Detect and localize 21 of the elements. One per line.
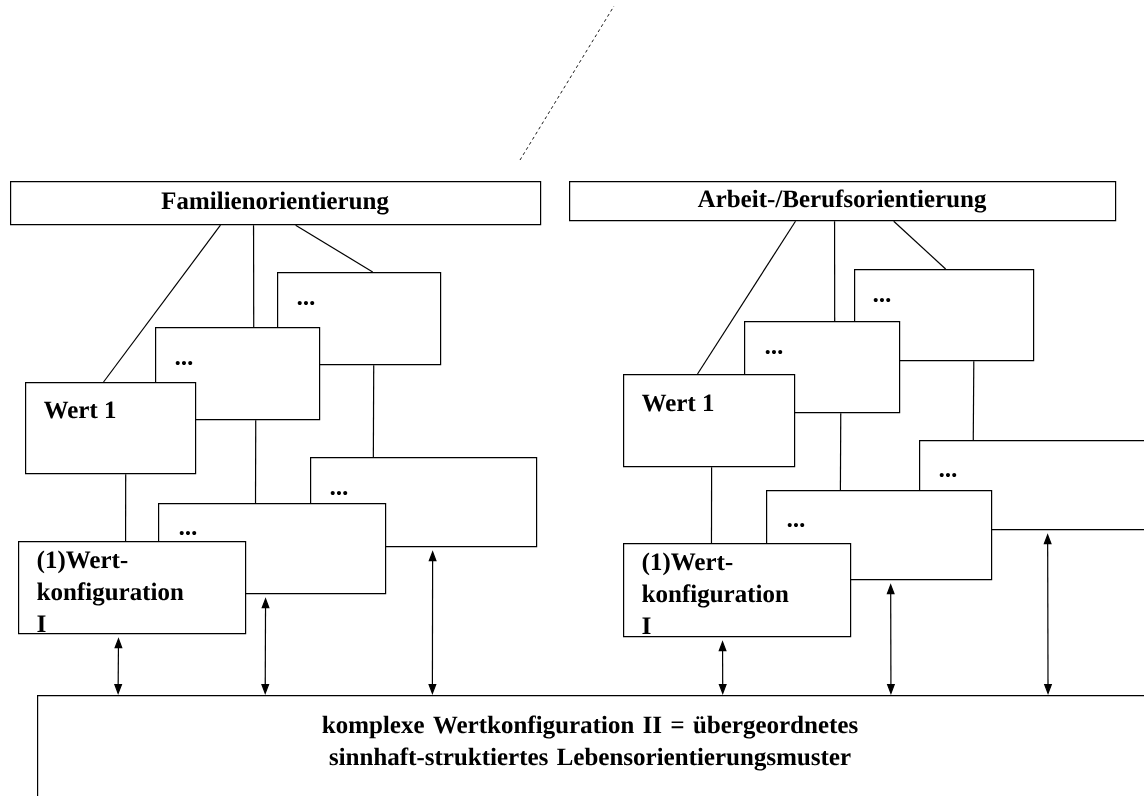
value-box: ... <box>155 327 321 421</box>
connector-line <box>254 419 257 504</box>
orientation-box: Arbeit-/Berufsorientierung <box>569 181 1117 222</box>
connector-line <box>252 224 255 328</box>
connector-line <box>893 220 947 270</box>
connector-line <box>839 412 842 491</box>
connector-line <box>833 220 836 322</box>
value-box: Wert 1 <box>25 382 197 475</box>
configuration-box: (1)Wert- konfiguration I <box>18 541 247 635</box>
summary-box: komplexe Wertkonfiguration II = übergeordnetes sinnhaft-struktiertes Lebensorientierungsmuster <box>37 695 1144 796</box>
connector-line <box>295 224 374 273</box>
orientation-box: Familienorientierung <box>10 181 542 226</box>
connector-line <box>372 364 375 458</box>
connector-line <box>710 466 713 544</box>
configuration-box: (1)Wert- konfiguration I <box>623 543 852 638</box>
value-box: ... <box>277 272 442 366</box>
value-box: Wert 1 <box>623 374 796 468</box>
connector-line <box>696 220 797 375</box>
connector-line <box>972 360 975 441</box>
connector-line <box>102 224 222 383</box>
connector-line <box>124 473 127 542</box>
